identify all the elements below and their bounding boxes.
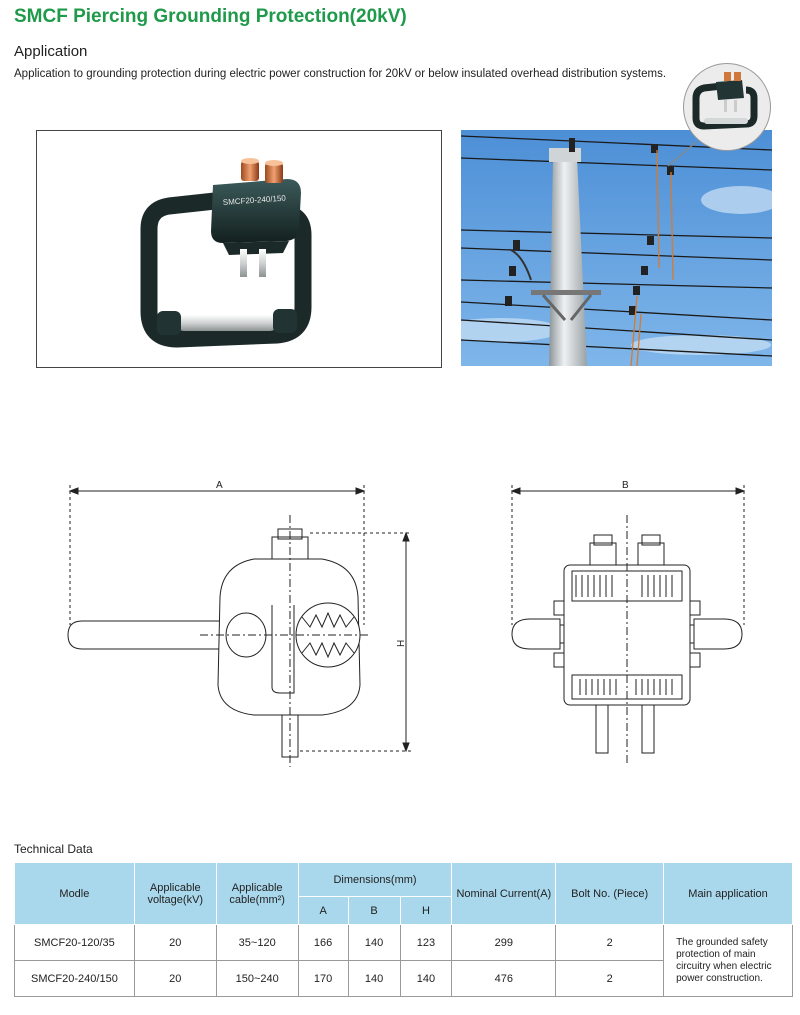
header-main-application: Main application: [663, 862, 793, 925]
header-current: Nominal Current(A): [451, 862, 557, 925]
header-cable: Applicable cable(mm²): [215, 862, 299, 925]
cell-model: SMCF20-240/150: [14, 960, 135, 997]
cell-voltage: 20: [133, 924, 217, 961]
table-row: SMCF20-240/150 20 150~240 170 140 140 47…: [14, 960, 793, 997]
cell-voltage: 20: [133, 960, 217, 997]
cell-dim-h: 140: [399, 960, 453, 997]
cell-dim-a: 170: [297, 960, 349, 997]
technical-data-label: Technical Data: [14, 842, 93, 856]
technical-data-table: Modle Applicable voltage(kV) Applicable …: [14, 862, 793, 997]
header-model: Modle: [14, 862, 135, 925]
header-dimensions: Dimensions(mm): [297, 862, 453, 897]
dimension-h-label: H: [396, 640, 407, 647]
installation-scene-photo: [461, 130, 772, 366]
cell-dim-a: 166: [297, 924, 349, 961]
cell-bolt: 2: [555, 960, 665, 997]
header-dim-h: H: [399, 896, 453, 925]
product-photo: SMCF20-240/150: [36, 130, 442, 368]
cell-dim-b: 140: [347, 960, 401, 997]
section-heading: Application: [14, 43, 88, 60]
cell-bolt: 2: [555, 924, 665, 961]
front-view-drawing: A H: [67, 480, 412, 767]
cell-model: SMCF20-120/35: [14, 924, 135, 961]
dimension-b-label: B: [622, 480, 629, 491]
header-dim-b: B: [347, 896, 401, 925]
cell-main-application: The grounded safety protection of main c…: [663, 924, 793, 997]
cell-current: 476: [451, 960, 557, 997]
header-voltage: Applicable voltage(kV): [133, 862, 217, 925]
header-bolt: Bolt No. (Piece): [555, 862, 665, 925]
application-description: Application to grounding protection duri…: [14, 68, 667, 80]
side-view-drawing: B: [510, 480, 746, 765]
page-title: SMCF Piercing Grounding Protection(20kV): [14, 6, 407, 27]
cell-dim-h: 123: [399, 924, 453, 961]
product-marking: SMCF20-240/150: [223, 194, 287, 207]
dimension-a-label: A: [216, 480, 223, 491]
clamp-closeup-inset: [683, 63, 771, 151]
cell-cable: 150~240: [215, 960, 299, 997]
cell-dim-b: 140: [347, 924, 401, 961]
cell-current: 299: [451, 924, 557, 961]
cell-cable: 35~120: [215, 924, 299, 961]
header-dim-a: A: [297, 896, 349, 925]
table-row: SMCF20-120/35 20 35~120 166 140 123 299 …: [14, 924, 793, 997]
inset-pointer: [667, 141, 697, 167]
